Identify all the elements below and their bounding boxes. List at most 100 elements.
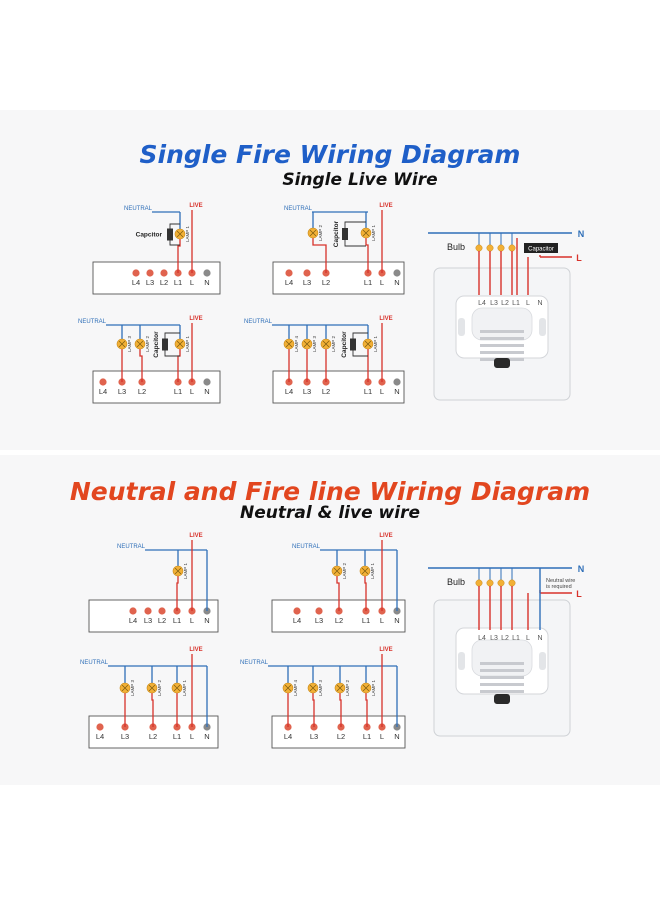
terminal-dot [393, 269, 401, 277]
terminal-dot [203, 378, 211, 386]
lamp-label: LAMP 3 [127, 336, 132, 352]
lamp-cross-icon [309, 684, 317, 692]
terminal-label-l1: L1 [362, 616, 370, 625]
terminal-label-l1: L1 [173, 616, 181, 625]
switch-clip [539, 652, 546, 670]
terminal-label-n: N [394, 616, 399, 625]
terminal-label-n: N [204, 616, 209, 625]
terminal-label-l1: L1 [174, 278, 182, 287]
switch-clip [539, 318, 546, 336]
switch-spec-text [480, 669, 524, 672]
terminal-label-l: L [380, 732, 384, 741]
capacitor-label: Capcitor [333, 220, 340, 247]
terminal-label-l1: L1 [363, 732, 371, 741]
lamp-cross-icon [174, 567, 182, 575]
lamp-label: LAMP 1 [185, 336, 190, 352]
capacitor-icon [167, 228, 173, 241]
single-fire-title: Single Fire Wiring Diagram [139, 140, 521, 169]
terminal-label-l4: L4 [129, 616, 137, 625]
panel-terminal-label-l2: L2 [501, 300, 509, 307]
terminal-label-l: L [190, 732, 194, 741]
neutral-label: NEUTRAL [78, 319, 107, 325]
terminal-label-l2: L2 [138, 387, 146, 396]
live-label: LIVE [379, 316, 392, 322]
terminal-label-l: L [380, 278, 384, 287]
lamp-cross-icon [364, 340, 372, 348]
switch-terminal-block [88, 599, 219, 633]
lamp-to-terminal-wire [312, 693, 315, 727]
terminal-label-l3: L3 [118, 387, 126, 396]
lamp-cross-icon [336, 684, 344, 692]
switch-module-center [471, 307, 533, 341]
terminal-label-l3: L3 [146, 278, 154, 287]
capacitor-box-label: Capacitor [528, 247, 554, 253]
lamp-label: LAMP 1 [185, 226, 190, 242]
capacitor-icon [162, 338, 168, 351]
live-label: LIVE [189, 647, 202, 653]
terminal-label-l: L [190, 278, 194, 287]
terminal-label-n: N [204, 278, 209, 287]
bulb-icon [475, 579, 483, 587]
terminal-dot [144, 607, 152, 615]
lamp-cross-icon [136, 340, 144, 348]
panel-terminal-label-l3: L3 [490, 635, 498, 642]
lamp-label: LAMP 4 [294, 336, 299, 352]
neutral-live-subtitle: Neutral & live wire [240, 503, 420, 523]
lamp-to-terminal-wire [339, 693, 342, 727]
bulb-label: Bulb [447, 577, 465, 587]
lamp-cross-icon [303, 340, 311, 348]
bulb-icon [486, 579, 494, 587]
lamp-label: LAMP 2 [331, 336, 336, 352]
lamp-label: LAMP 4 [293, 680, 298, 696]
live-label: LIVE [189, 203, 202, 209]
lamp-to-terminal-wire [151, 693, 154, 727]
lamp-cross-icon [173, 684, 181, 692]
terminal-label-l2: L2 [158, 616, 166, 625]
main-live-label: L [576, 589, 582, 599]
lamp-label: LAMP 1 [182, 680, 187, 696]
terminal-dot [158, 607, 166, 615]
terminal-label-l1: L1 [173, 732, 181, 741]
terminal-label-l2: L2 [337, 732, 345, 741]
terminal-label-n: N [204, 732, 209, 741]
terminal-label-l3: L3 [303, 278, 311, 287]
terminal-label-l: L [380, 616, 384, 625]
bulb-label: Bulb [447, 242, 465, 252]
lamp-to-terminal-wire [336, 576, 340, 611]
capacitor-label: Capcitor [153, 331, 160, 358]
switch-terminal-block [92, 261, 221, 295]
terminal-label-l4: L4 [285, 387, 293, 396]
lamp-label: LAMP 3 [312, 336, 317, 352]
terminal-dot [203, 269, 211, 277]
switch-spec-text [480, 344, 524, 347]
lamp-label: LAMP 1 [371, 225, 376, 241]
terminal-label-l: L [190, 616, 194, 625]
bulb-icon [486, 244, 494, 252]
live-label: LIVE [189, 316, 202, 322]
capacitor-icon [350, 338, 356, 351]
switch-spec-text [480, 690, 524, 693]
terminal-label-l2: L2 [322, 387, 330, 396]
terminal-label-l: L [190, 387, 194, 396]
switch-spec-text [480, 662, 524, 665]
main-live-label: L [576, 253, 582, 263]
terminal-dot [99, 378, 107, 386]
bulb-icon [508, 244, 516, 252]
lamp-label: LAMP 2 [318, 225, 323, 241]
switch-spec-text [480, 351, 524, 354]
capacitor-box-icon [524, 243, 558, 253]
terminal-label-l1: L1 [174, 387, 182, 396]
switch-spec-text [480, 330, 524, 333]
panel-terminal-label-l4: L4 [478, 635, 486, 642]
lamp-to-terminal-wire [364, 576, 367, 611]
live-label: LIVE [379, 533, 392, 539]
main-neutral-label: N [578, 564, 585, 574]
lamp-label: LAMP 1 [183, 563, 188, 579]
panel-terminal-label-l1: L1 [512, 635, 520, 642]
live-label: LIVE [189, 533, 202, 539]
neutral-label: NEUTRAL [284, 206, 313, 212]
lamp-to-terminal-wire [177, 239, 181, 273]
lamp-cross-icon [121, 684, 129, 692]
lamp-to-terminal-wire [139, 349, 143, 382]
lamp-cross-icon [176, 340, 184, 348]
